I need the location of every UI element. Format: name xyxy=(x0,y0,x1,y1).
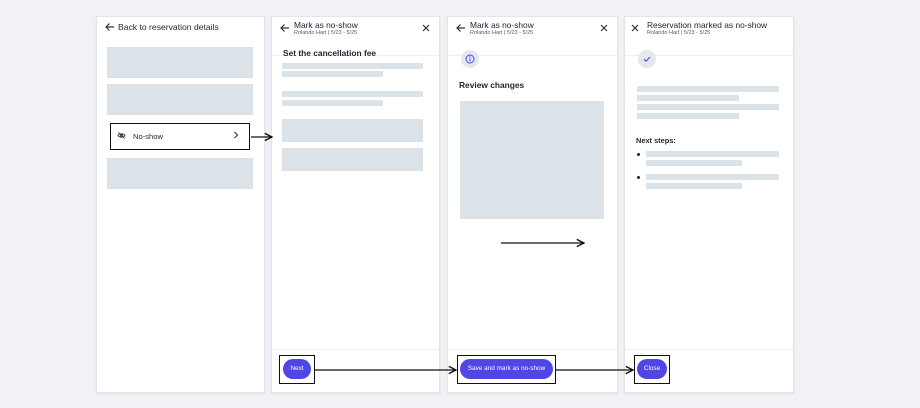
placeholder-line xyxy=(637,113,739,119)
screen-confirmation: Reservation marked as no-show Rolando Ha… xyxy=(624,16,794,393)
placeholder-block xyxy=(107,47,253,78)
info-icon xyxy=(461,50,479,68)
placeholder-line xyxy=(646,174,779,180)
noshow-option[interactable]: No-show xyxy=(110,123,250,150)
placeholder-block xyxy=(282,148,423,171)
close-icon[interactable] xyxy=(597,22,611,36)
check-icon xyxy=(638,50,656,68)
close-icon[interactable] xyxy=(630,22,644,36)
footer: Next xyxy=(272,349,439,392)
bullet xyxy=(637,176,640,179)
placeholder-block xyxy=(107,84,253,115)
noshow-label: No-show xyxy=(133,132,163,141)
arrow-left-icon[interactable] xyxy=(455,22,469,36)
placeholder-line xyxy=(646,160,742,166)
arrow-left-icon[interactable] xyxy=(104,21,118,35)
screen-reservation-details: Back to reservation details No-show xyxy=(96,16,265,393)
chevron-right-icon xyxy=(232,130,240,143)
placeholder-block xyxy=(107,158,253,189)
bullet xyxy=(637,153,640,156)
next-button[interactable]: Next xyxy=(283,359,311,379)
section-title: Review changes xyxy=(459,80,525,90)
placeholder-block xyxy=(282,119,423,142)
page-title: Reservation marked as no-show xyxy=(647,20,768,30)
screen-cancellation-fee: Mark as no-show Rolando Hart | 5/23 - 5/… xyxy=(271,16,440,393)
page-title: Mark as no-show xyxy=(294,20,358,30)
page-subtitle: Rolando Hart | 5/23 - 5/25 xyxy=(647,30,711,36)
header: Reservation marked as no-show Rolando Ha… xyxy=(625,17,793,56)
close-icon[interactable] xyxy=(419,22,433,36)
placeholder-line xyxy=(646,151,779,157)
next-steps-label: Next steps: xyxy=(636,136,676,145)
eye-off-icon xyxy=(117,131,126,142)
save-and-mark-button[interactable]: Save and mark as no-show xyxy=(460,359,553,379)
placeholder-line xyxy=(282,71,383,77)
page-subtitle: Rolando Hart | 5/23 - 5/25 xyxy=(294,30,358,36)
back-link[interactable]: Back to reservation details xyxy=(118,22,219,32)
screen-review-changes: Mark as no-show Rolando Hart | 5/23 - 5/… xyxy=(447,16,618,393)
placeholder-line xyxy=(646,183,742,189)
focus-highlight xyxy=(634,355,670,384)
placeholder-line xyxy=(282,91,423,97)
placeholder-line xyxy=(637,95,739,101)
page-title: Mark as no-show xyxy=(470,20,534,30)
footer: Close xyxy=(625,349,793,392)
placeholder-line xyxy=(282,63,423,69)
header: Mark as no-show Rolando Hart | 5/23 - 5/… xyxy=(448,17,617,56)
arrow-left-icon[interactable] xyxy=(279,22,293,36)
page-subtitle: Rolando Hart | 5/23 - 5/25 xyxy=(470,30,534,36)
section-title: Set the cancellation fee xyxy=(283,48,377,58)
placeholder-line xyxy=(637,104,779,110)
placeholder-block xyxy=(460,101,604,219)
close-button[interactable]: Close xyxy=(637,359,667,379)
footer: Save and mark as no-show xyxy=(448,349,617,392)
header: Mark as no-show Rolando Hart | 5/23 - 5/… xyxy=(272,17,439,56)
placeholder-line xyxy=(282,100,383,106)
header: Back to reservation details xyxy=(97,17,264,39)
focus-highlight xyxy=(279,355,315,384)
placeholder-line xyxy=(637,86,779,92)
